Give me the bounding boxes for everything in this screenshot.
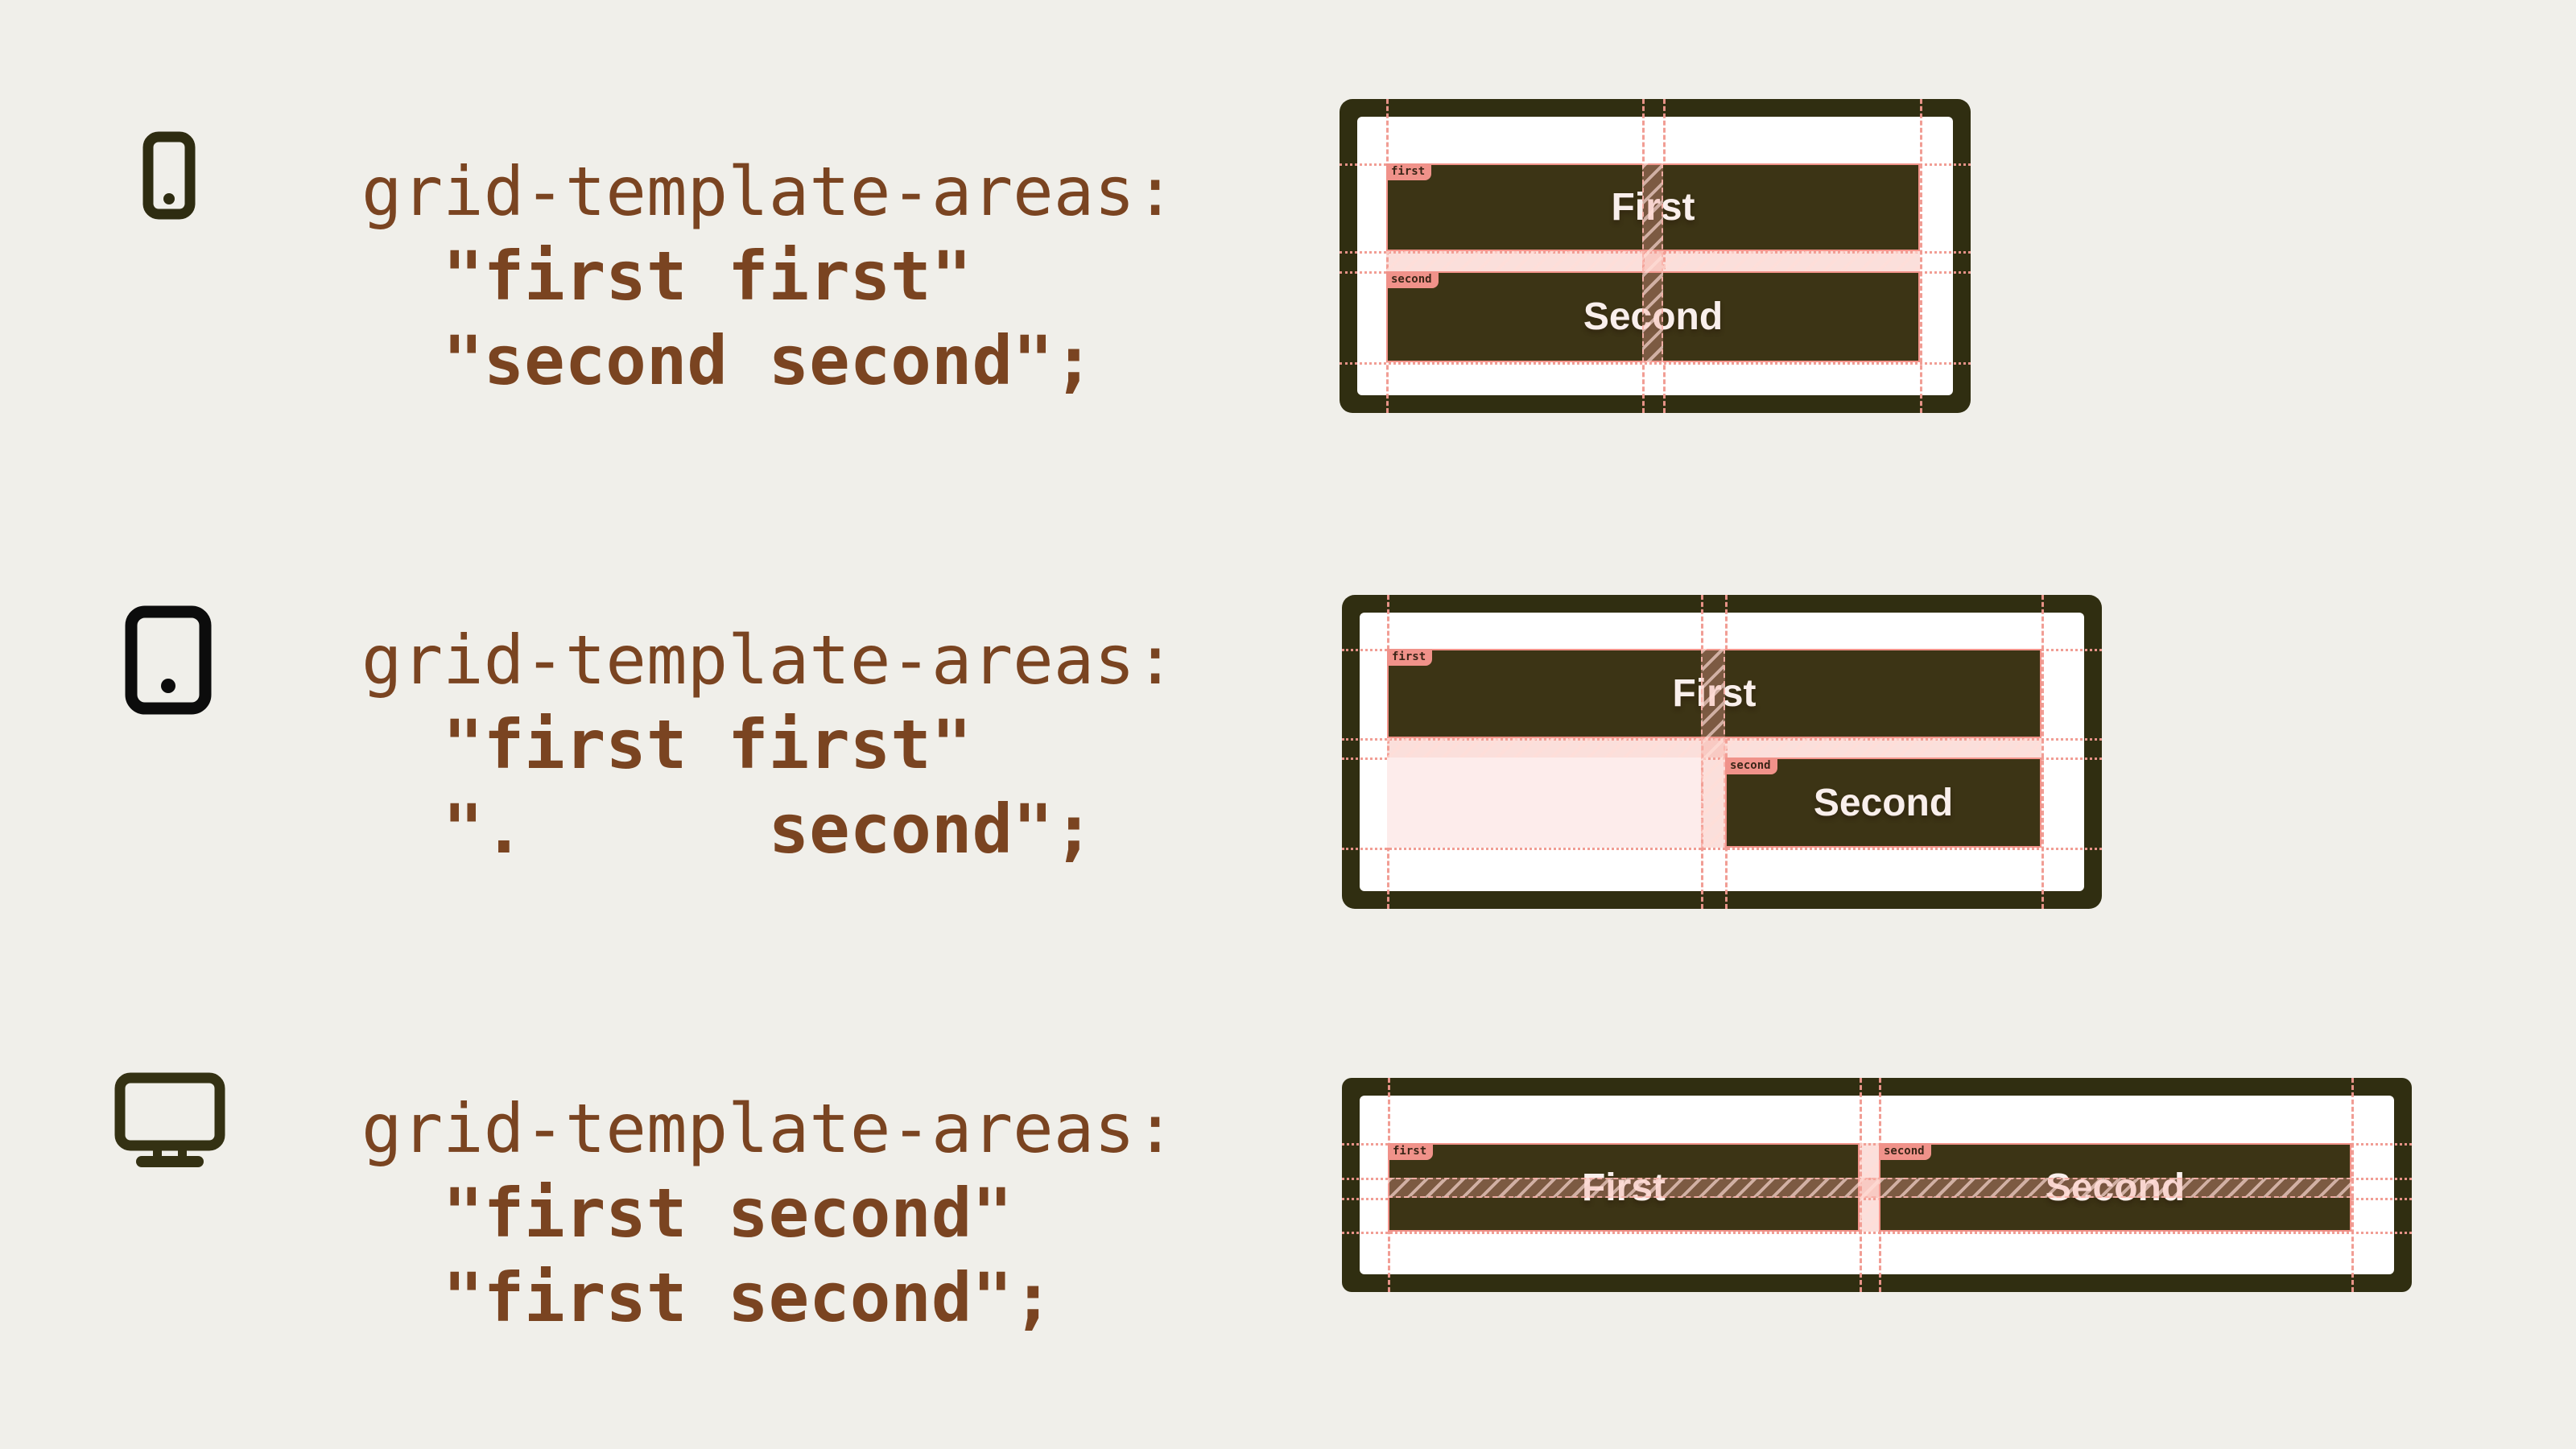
code-line-property: grid-template-areas: [361,621,1176,700]
grid-empty-cell [1387,758,1701,848]
grid-line-vertical [2041,595,2044,909]
area-name-badge: first [1386,163,1432,180]
code-line-row1: "first first" [443,705,972,784]
code-snippet-tablet: grid-template-areas: "first first" ". se… [361,618,1175,872]
code-line-row2: ". second"; [443,790,1095,869]
code-line-row1: "first second" [443,1174,1013,1253]
grid-area-second: second Second [1725,758,2041,848]
column-gap-strip [1642,163,1663,362]
area-name-badge: first [1387,649,1433,666]
desktop-icon [114,1072,225,1171]
code-line-row2: "second second"; [443,321,1095,400]
grid-line-horizontal [1342,1232,2412,1234]
area-label: Second [1813,781,1954,824]
grid-line-vertical [1920,99,1922,413]
code-line-row1: "first first" [443,237,972,316]
smartphone-icon [142,131,196,220]
mobile-device-frame: first First second Second [1340,99,1971,413]
column-gap-strip [1701,649,1725,848]
area-name-badge: second [1386,271,1439,288]
desktop-device-frame: first First second Second [1342,1078,2412,1292]
area-name-badge: second [1725,758,1777,774]
code-line-property: grid-template-areas: [361,1089,1176,1168]
code-snippet-desktop: grid-template-areas: "first second" "fir… [361,1087,1175,1340]
grid-line-horizontal [1342,848,2102,850]
area-name-badge: first [1388,1143,1434,1160]
area-name-badge: second [1879,1143,1931,1160]
tablet-device-frame: first First second Second [1342,595,2102,909]
grid-line-horizontal [1340,362,1971,365]
code-snippet-mobile: grid-template-areas: "first first" "seco… [361,150,1175,403]
tablet-icon [125,605,212,715]
grid-line-vertical [2351,1078,2354,1292]
code-line-row2: "first second"; [443,1258,1054,1337]
column-gap-strip [1860,1143,1879,1232]
code-line-property: grid-template-areas: [361,152,1176,231]
